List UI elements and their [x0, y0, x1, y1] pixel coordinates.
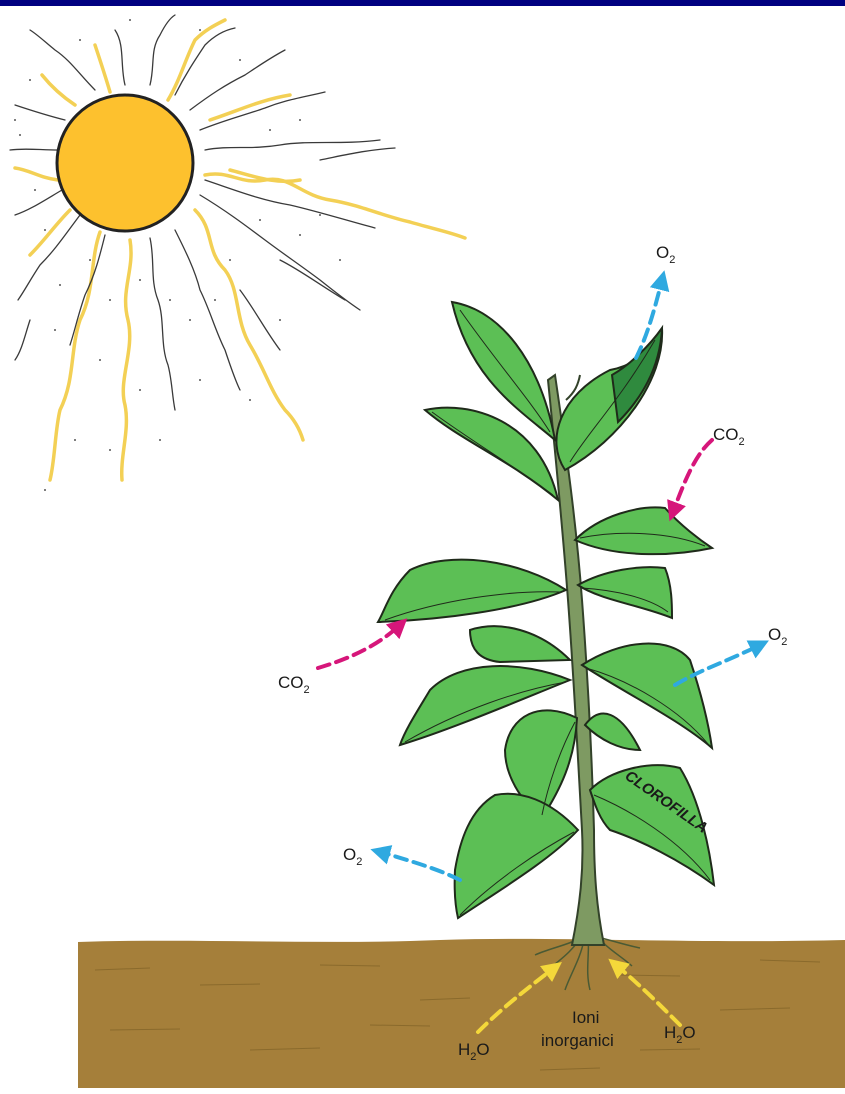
- leaf: [578, 567, 672, 618]
- leaf: [455, 794, 578, 918]
- o2-label-right: O2: [768, 625, 787, 648]
- leaf: [470, 626, 570, 662]
- sun: [57, 95, 193, 231]
- co2-arrow-lower: [318, 625, 400, 668]
- soil: [78, 939, 845, 1088]
- plant-leaves: [378, 302, 714, 918]
- co2-label-lower: CO2: [278, 673, 310, 696]
- leaf: [575, 507, 712, 554]
- o2-label-top: O2: [656, 243, 675, 266]
- co2-arrow-upper: [673, 440, 712, 512]
- yellow-rays: [15, 20, 465, 480]
- leaf: [612, 328, 662, 422]
- sun-rays: [10, 15, 465, 491]
- co2-label-upper: CO2: [713, 425, 745, 448]
- o2-label-left: O2: [343, 845, 362, 868]
- o2-arrow-left: [380, 852, 460, 880]
- ions-label-line2: inorganici: [541, 1031, 614, 1050]
- leaf: [585, 714, 640, 750]
- ions-label-line1: Ioni: [572, 1008, 599, 1027]
